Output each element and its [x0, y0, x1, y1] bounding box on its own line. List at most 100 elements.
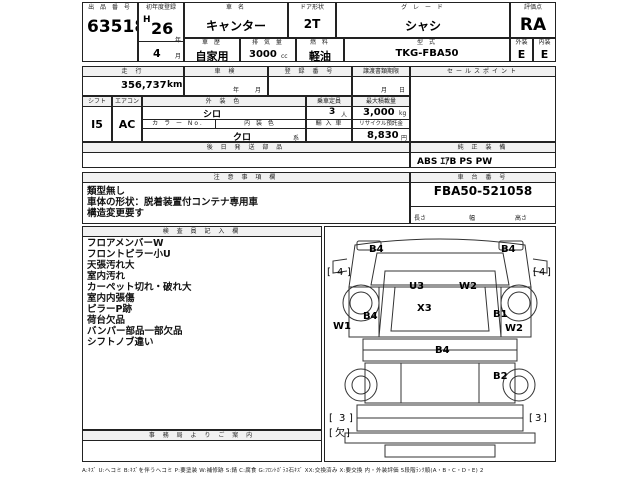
car-name-label: 車 名 [226, 4, 246, 11]
later-parts-label: 後 日 発 送 部 品 [83, 143, 409, 153]
first-registration-year: 26 [151, 19, 174, 38]
damage-mark: 欠 [335, 426, 345, 439]
inspection-year-unit: 年 [233, 87, 240, 94]
office-notice-header: 事 務 局 よ り ご 案 内 [83, 431, 321, 441]
lot-number-label: 出 品 番 号 [88, 4, 132, 11]
inspector-line: 荷台欠品 [87, 315, 126, 326]
model-code: TKG-FBA50 [395, 48, 459, 59]
note-line: 構造変更要す [87, 208, 145, 219]
damage-mark: B4 [363, 311, 378, 322]
damage-mark: W1 [333, 321, 351, 332]
inspector-line: バンパー部品一部欠品 [87, 326, 183, 337]
model-label: 型 式 [417, 39, 437, 46]
fuel: 軽油 [309, 50, 331, 62]
damage-mark: W2 [505, 323, 523, 334]
transfer-docs-cell: 譲渡書類期限 月 日 [352, 66, 410, 96]
capacity: 3 [329, 107, 336, 117]
damage-mark-bracket: ] [543, 413, 547, 424]
fuel-cell: 燃 料 軽油 [296, 38, 344, 62]
first-registration-label: 初年度登録 [145, 4, 176, 11]
damage-mark-bracket: ] [347, 267, 351, 278]
inspector-line: カーペット切れ・破れ大 [87, 282, 192, 293]
transfer-docs-label: 譲渡書類期限 [353, 67, 409, 77]
door-cell: ドア形状 2T [288, 2, 336, 38]
inspector-line: 室内汚れ [87, 271, 126, 282]
length-label: 長さ [414, 215, 427, 222]
shift: I5 [91, 118, 103, 131]
damage-mark-bracket: [ [529, 413, 533, 424]
load-unit: kg [399, 110, 407, 117]
mileage-label: 走 行 [83, 67, 183, 77]
registration-label: 登 録 番 号 [269, 67, 351, 77]
displacement: 3000 [249, 49, 277, 60]
truck-outline-diagram: B4 B4 [ 4 ] [ 4 ] U3 W2 X3 W1 B4 B1 W2 B… [327, 238, 551, 458]
damage-mark: B4 [501, 244, 516, 255]
damage-mark: U3 [409, 281, 424, 292]
displacement-cell: 排 気 量 3000 cc [240, 38, 296, 62]
ext-color-label: 外 装 色 [143, 97, 305, 107]
equipment-cell: 純 正 装 備 ABS ｴｱB PS PW [410, 142, 556, 168]
chassis-label: 車 台 番 号 [411, 173, 555, 183]
capacity-label: 乗車定員 [307, 97, 351, 107]
damage-mark: 4 [539, 267, 545, 278]
chassis-cell: 車 台 番 号 FBA50-521058 長さ 幅 高さ [410, 172, 556, 224]
door-label: ドア形状 [299, 4, 324, 11]
registration-cell: 登 録 番 号 [268, 66, 352, 96]
inspector-line: ピラーP跡 [87, 304, 132, 315]
notes-cell: 注 意 事 項 欄 類型無し 車体の形状：脱着装置付コンテナ専用車 構造変更要す [82, 172, 410, 224]
color-cell: 外 装 色 シロ カ ラ ー No. 内 装 色 クロ 系 [142, 96, 306, 142]
capacity-cell: 乗車定員 3 人 輸 入 車 [306, 96, 352, 142]
color-number-label: カ ラ ー No. [152, 120, 204, 127]
interior-grade-cell: 内装 E [533, 38, 556, 62]
damage-mark: 3 [535, 413, 541, 424]
inspection-month-unit: 月 [255, 87, 262, 94]
damage-mark: X3 [417, 303, 432, 314]
width-label: 幅 [469, 215, 476, 222]
ac-label: エアコン [113, 97, 141, 107]
mileage: 356,737 [121, 80, 167, 91]
grade-label: グ レ ー ド [401, 4, 445, 11]
load-cell: 最大積載量 3,000 kg リサイクル預託金 8,830 円 [352, 96, 410, 142]
mileage-unit: km [167, 80, 183, 90]
ext-color: シロ [203, 110, 222, 120]
fuel-label: 燃 料 [310, 39, 330, 46]
inspector-header: 検 査 員 記 入 欄 [83, 227, 321, 237]
damage-mark: B4 [369, 244, 384, 255]
inspector-line: シフトノブ違い [87, 337, 154, 348]
damage-code-legend: A:ｷｽﾞ U:ヘコミ B:ｷｽﾞを伴うヘコミ P:要塗装 W:補修跡 S:錆 … [82, 468, 484, 474]
ac-cell: エアコン AC [112, 96, 142, 142]
chassis-number: FBA50-521058 [433, 184, 533, 198]
inspector-line: フロントピラー小U [87, 249, 171, 260]
selling-points-label: セールスポイント [411, 67, 555, 77]
later-parts-cell: 後 日 発 送 部 品 [82, 142, 410, 168]
shift-label: シフト [83, 97, 111, 107]
model-cell: 型 式 TKG-FBA50 [344, 38, 510, 62]
damage-diagram: B4 B4 [ 4 ] [ 4 ] U3 W2 X3 W1 B4 B1 W2 B… [324, 226, 556, 462]
damage-mark: B2 [493, 371, 508, 382]
max-load: 3,000 [363, 107, 395, 118]
damage-mark: B4 [435, 345, 450, 356]
selling-points-cell: セールスポイント [410, 66, 556, 142]
lot-number: 63518 [87, 17, 137, 37]
era-letter: H [143, 15, 151, 25]
equipment-label: 純 正 装 備 [411, 143, 555, 153]
usage-cell: 車 歴 自家用 [184, 38, 240, 62]
auction-score: RA [519, 15, 547, 35]
damage-mark-bracket: [ [533, 267, 537, 278]
note-line: 類型無し [87, 186, 126, 197]
mileage-cell: 走 行 356,737 km [82, 66, 184, 96]
office-notice-cell: 事 務 局 よ り ご 案 内 [82, 430, 322, 462]
damage-mark: 3 [339, 413, 345, 424]
shift-cell: シフト I5 [82, 96, 112, 142]
damage-mark-bracket: [ [329, 413, 333, 424]
exterior-grade: E [517, 48, 526, 61]
damage-mark: 4 [337, 267, 343, 278]
inspector-line: フロアメンバーW [87, 238, 164, 249]
int-color: クロ [233, 133, 252, 142]
damage-mark: B1 [493, 309, 508, 320]
damage-mark-bracket: ] [346, 428, 350, 439]
recycle-unit: 円 [401, 135, 408, 142]
inspector-line: 室内内張傷 [87, 293, 135, 304]
car-name-cell: 車 名 キャンター [184, 2, 288, 38]
recycle-fee: 8,830 [367, 130, 399, 141]
